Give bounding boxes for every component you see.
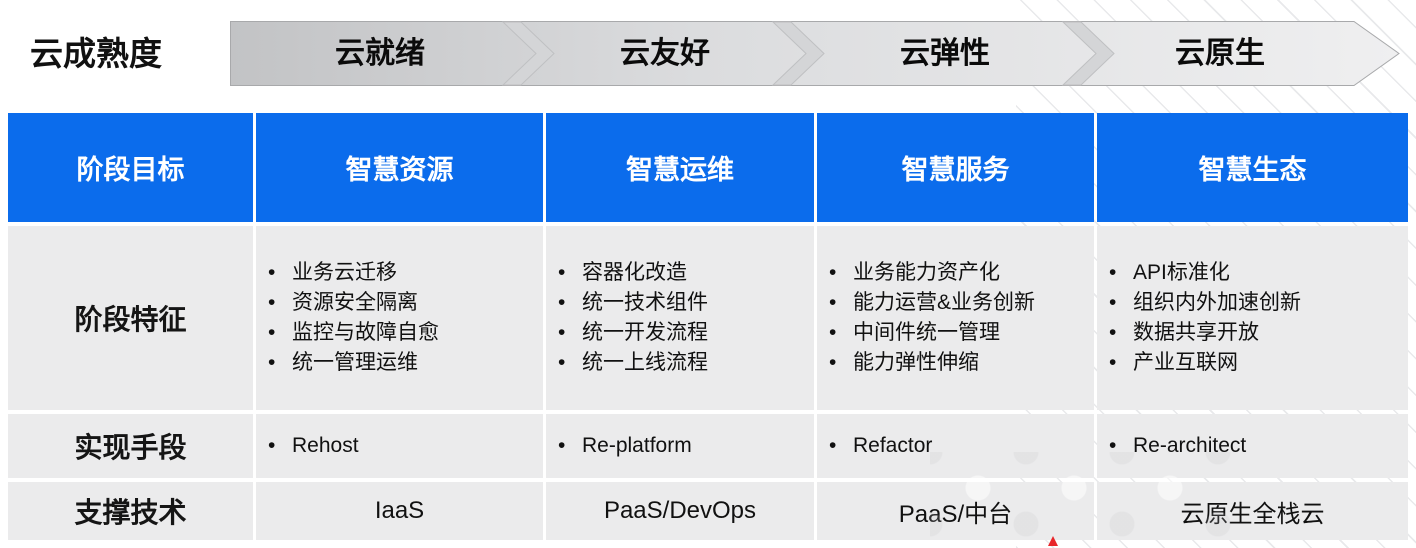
row-label-implementation-method: 实现手段 (8, 414, 253, 478)
method-rehost-cell: Rehost (256, 414, 543, 478)
feature-item: 统一上线流程 (546, 348, 814, 378)
feature-item: 能力弹性伸缩 (817, 348, 1094, 378)
row-label-supporting-technology: 支撑技术 (8, 482, 253, 540)
features-cloud-native-cell: API标准化 组织内外加速创新 数据共享开放 产业互联网 (1097, 226, 1408, 410)
technology-cloud-native-fullstack: 云原生全栈云 (1097, 482, 1408, 540)
method-list: Re-architect (1097, 431, 1408, 461)
feature-item: 产业互联网 (1097, 348, 1408, 378)
feature-item: 监控与故障自愈 (256, 318, 543, 348)
row-label-stage-features: 阶段特征 (8, 226, 253, 410)
technology-paas-devops: PaaS/DevOps (546, 482, 814, 540)
technology-iaas: IaaS (256, 482, 543, 540)
chevron-separator-icon (501, 21, 555, 86)
method-list: Rehost (256, 431, 543, 461)
feature-item: 资源安全隔离 (256, 288, 543, 318)
method-replatform-cell: Re-platform (546, 414, 814, 478)
goal-smart-resources: 智慧资源 (256, 113, 543, 222)
red-pointer-marker (1048, 536, 1058, 546)
feature-item: 容器化改造 (546, 258, 814, 288)
feature-list: 业务云迁移 资源安全隔离 监控与故障自愈 统一管理运维 (256, 258, 543, 378)
feature-list: 容器化改造 统一技术组件 统一开发流程 统一上线流程 (546, 258, 814, 378)
goal-smart-services: 智慧服务 (817, 113, 1094, 222)
method-item: Refactor (817, 431, 1094, 461)
method-list: Re-platform (546, 431, 814, 461)
feature-item: 统一管理运维 (256, 348, 543, 378)
method-refactor-cell: Refactor (817, 414, 1094, 478)
goal-smart-operations: 智慧运维 (546, 113, 814, 222)
maturity-axis-label: 云成熟度 (30, 35, 162, 72)
stage-label-cloud-native: 云原生 (1175, 37, 1265, 70)
feature-list: 业务能力资产化 能力运营&业务创新 中间件统一管理 能力弹性伸缩 (817, 258, 1094, 378)
chevron-separator-icon (1061, 21, 1115, 86)
row-label-stage-goal: 阶段目标 (8, 113, 253, 222)
feature-item: API标准化 (1097, 258, 1408, 288)
feature-item: 统一技术组件 (546, 288, 814, 318)
features-cloud-resilient-cell: 业务能力资产化 能力运营&业务创新 中间件统一管理 能力弹性伸缩 (817, 226, 1094, 410)
stage-label-cloud-resilient: 云弹性 (900, 37, 990, 70)
feature-item: 业务云迁移 (256, 258, 543, 288)
stage-label-cloud-friendly: 云友好 (620, 37, 710, 70)
features-cloud-ready-cell: 业务云迁移 资源安全隔离 监控与故障自愈 统一管理运维 (256, 226, 543, 410)
method-list: Refactor (817, 431, 1094, 461)
maturity-table: 阶段目标 智慧资源 智慧运维 智慧服务 智慧生态 阶段特征 业务云迁移 资源安全… (8, 113, 1408, 540)
feature-item: 组织内外加速创新 (1097, 288, 1408, 318)
feature-item: 业务能力资产化 (817, 258, 1094, 288)
feature-item: 数据共享开放 (1097, 318, 1408, 348)
stage-label-cloud-ready: 云就绪 (335, 37, 425, 70)
feature-item: 能力运营&业务创新 (817, 288, 1094, 318)
method-item: Rehost (256, 431, 543, 461)
method-rearchitect-cell: Re-architect (1097, 414, 1408, 478)
maturity-arrow-band (230, 21, 1400, 86)
technology-paas-middle-platform: PaaS/中台 (817, 482, 1094, 540)
feature-item: 中间件统一管理 (817, 318, 1094, 348)
features-cloud-friendly-cell: 容器化改造 统一技术组件 统一开发流程 统一上线流程 (546, 226, 814, 410)
method-item: Re-architect (1097, 431, 1408, 461)
chevron-separator-icon (771, 21, 825, 86)
feature-list: API标准化 组织内外加速创新 数据共享开放 产业互联网 (1097, 258, 1408, 378)
method-item: Re-platform (546, 431, 814, 461)
feature-item: 统一开发流程 (546, 318, 814, 348)
goal-smart-ecosystem: 智慧生态 (1097, 113, 1408, 222)
